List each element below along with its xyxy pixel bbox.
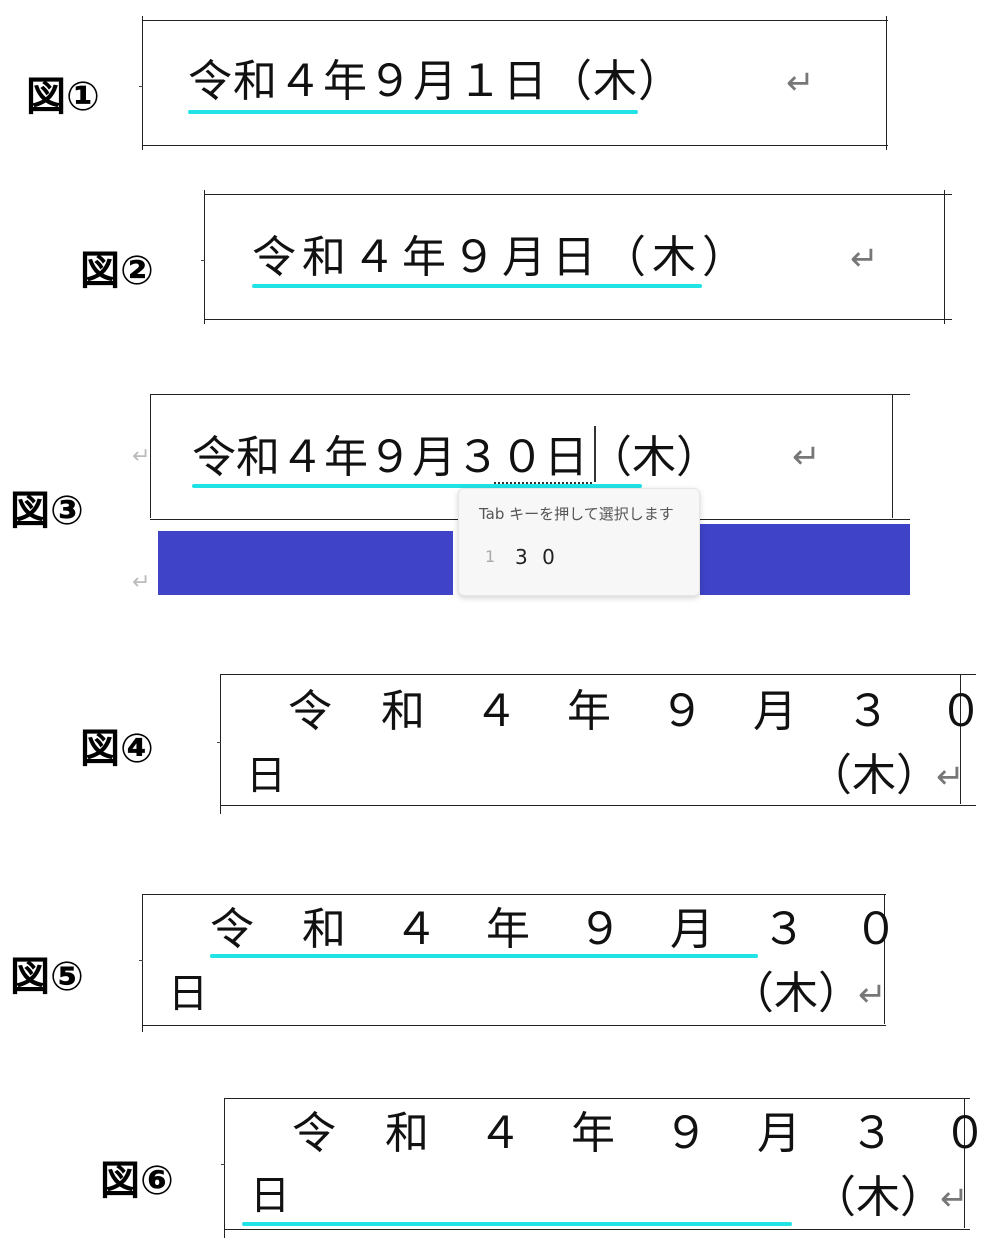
cyan-underline: [210, 954, 758, 958]
figure-label: 図⑥: [100, 1158, 174, 1204]
paragraph-mark-icon: ↵: [132, 570, 151, 595]
frame-left-edge: [142, 16, 143, 150]
frame-right-edge: [892, 394, 893, 518]
popup-hint: Tab キーを押して選択します: [479, 505, 674, 523]
frame-left-edge: [220, 674, 221, 814]
cyan-underline: [242, 1222, 792, 1226]
indent-marker: [221, 1164, 225, 1165]
date-text-line2-right[interactable]: （木）: [812, 1172, 944, 1223]
text-frame: [142, 894, 886, 1026]
cyan-underline: [188, 110, 638, 114]
paragraph-mark-icon: ↵: [792, 437, 821, 477]
frame-left-edge: [150, 394, 151, 518]
date-text-line1[interactable]: 令和４年９月３０: [210, 904, 946, 955]
frame-left-edge: [204, 190, 205, 324]
date-text-line2-right[interactable]: （木）: [808, 750, 940, 801]
frame-left-edge: [142, 894, 143, 1032]
cyan-underline: [192, 484, 642, 488]
paragraph-mark-icon: ↵: [132, 444, 151, 469]
date-text-line1[interactable]: 令和４年９月３０: [292, 1108, 999, 1159]
date-text-line1[interactable]: 令和４年９月３０: [288, 686, 999, 737]
figure-label: 図④: [80, 726, 154, 772]
date-text[interactable]: 令和４年９月日（木）: [252, 232, 752, 283]
figure-label: 図②: [80, 248, 154, 294]
figure-label: 図⑤: [10, 954, 84, 1000]
frame-right-edge: [964, 1098, 965, 1228]
frame-right-edge: [884, 894, 885, 1024]
date-text-line2-right[interactable]: （木）: [730, 968, 862, 1019]
date-text-line2-left[interactable]: 日: [246, 753, 286, 799]
highlight-block-right: [700, 524, 910, 595]
candidate-item[interactable]: 3 0: [515, 545, 559, 569]
frame-left-edge: [224, 1098, 225, 1238]
indent-marker: [139, 86, 143, 87]
figure-label: 図③: [10, 488, 84, 534]
frame-right-edge: [960, 674, 961, 804]
date-text-line2-left[interactable]: 日: [250, 1173, 290, 1219]
text-cursor: [594, 426, 596, 482]
date-text-line2-left[interactable]: 日: [168, 971, 208, 1017]
text-frame: [204, 194, 952, 320]
paragraph-mark-icon: ↵: [858, 975, 887, 1015]
indent-marker: [217, 742, 221, 743]
frame-right-edge: [886, 16, 887, 150]
text-frame: [142, 20, 888, 146]
candidate-index: 1: [485, 547, 496, 566]
ime-suggestion-popup[interactable]: Tab キーを押して選択します 1 3 0: [458, 488, 700, 596]
highlight-block-left: [158, 531, 453, 595]
date-text[interactable]: 令和４年９月１日（木）: [188, 56, 683, 107]
paragraph-mark-icon: ↵: [850, 239, 879, 279]
frame-right-edge: [944, 190, 945, 324]
paragraph-mark-icon: ↵: [786, 63, 815, 103]
paragraph-mark-icon: ↵: [936, 757, 965, 797]
indent-marker: [201, 260, 205, 261]
figure-label: 図①: [26, 74, 100, 120]
paragraph-mark-icon: ↵: [940, 1179, 969, 1219]
text-frame: [220, 674, 976, 806]
text-frame: [224, 1098, 970, 1230]
date-text[interactable]: 令和４年９月３０日（木）: [192, 432, 720, 483]
ime-composition-underline: [494, 482, 592, 484]
indent-marker: [139, 960, 143, 961]
cyan-underline: [252, 284, 702, 288]
